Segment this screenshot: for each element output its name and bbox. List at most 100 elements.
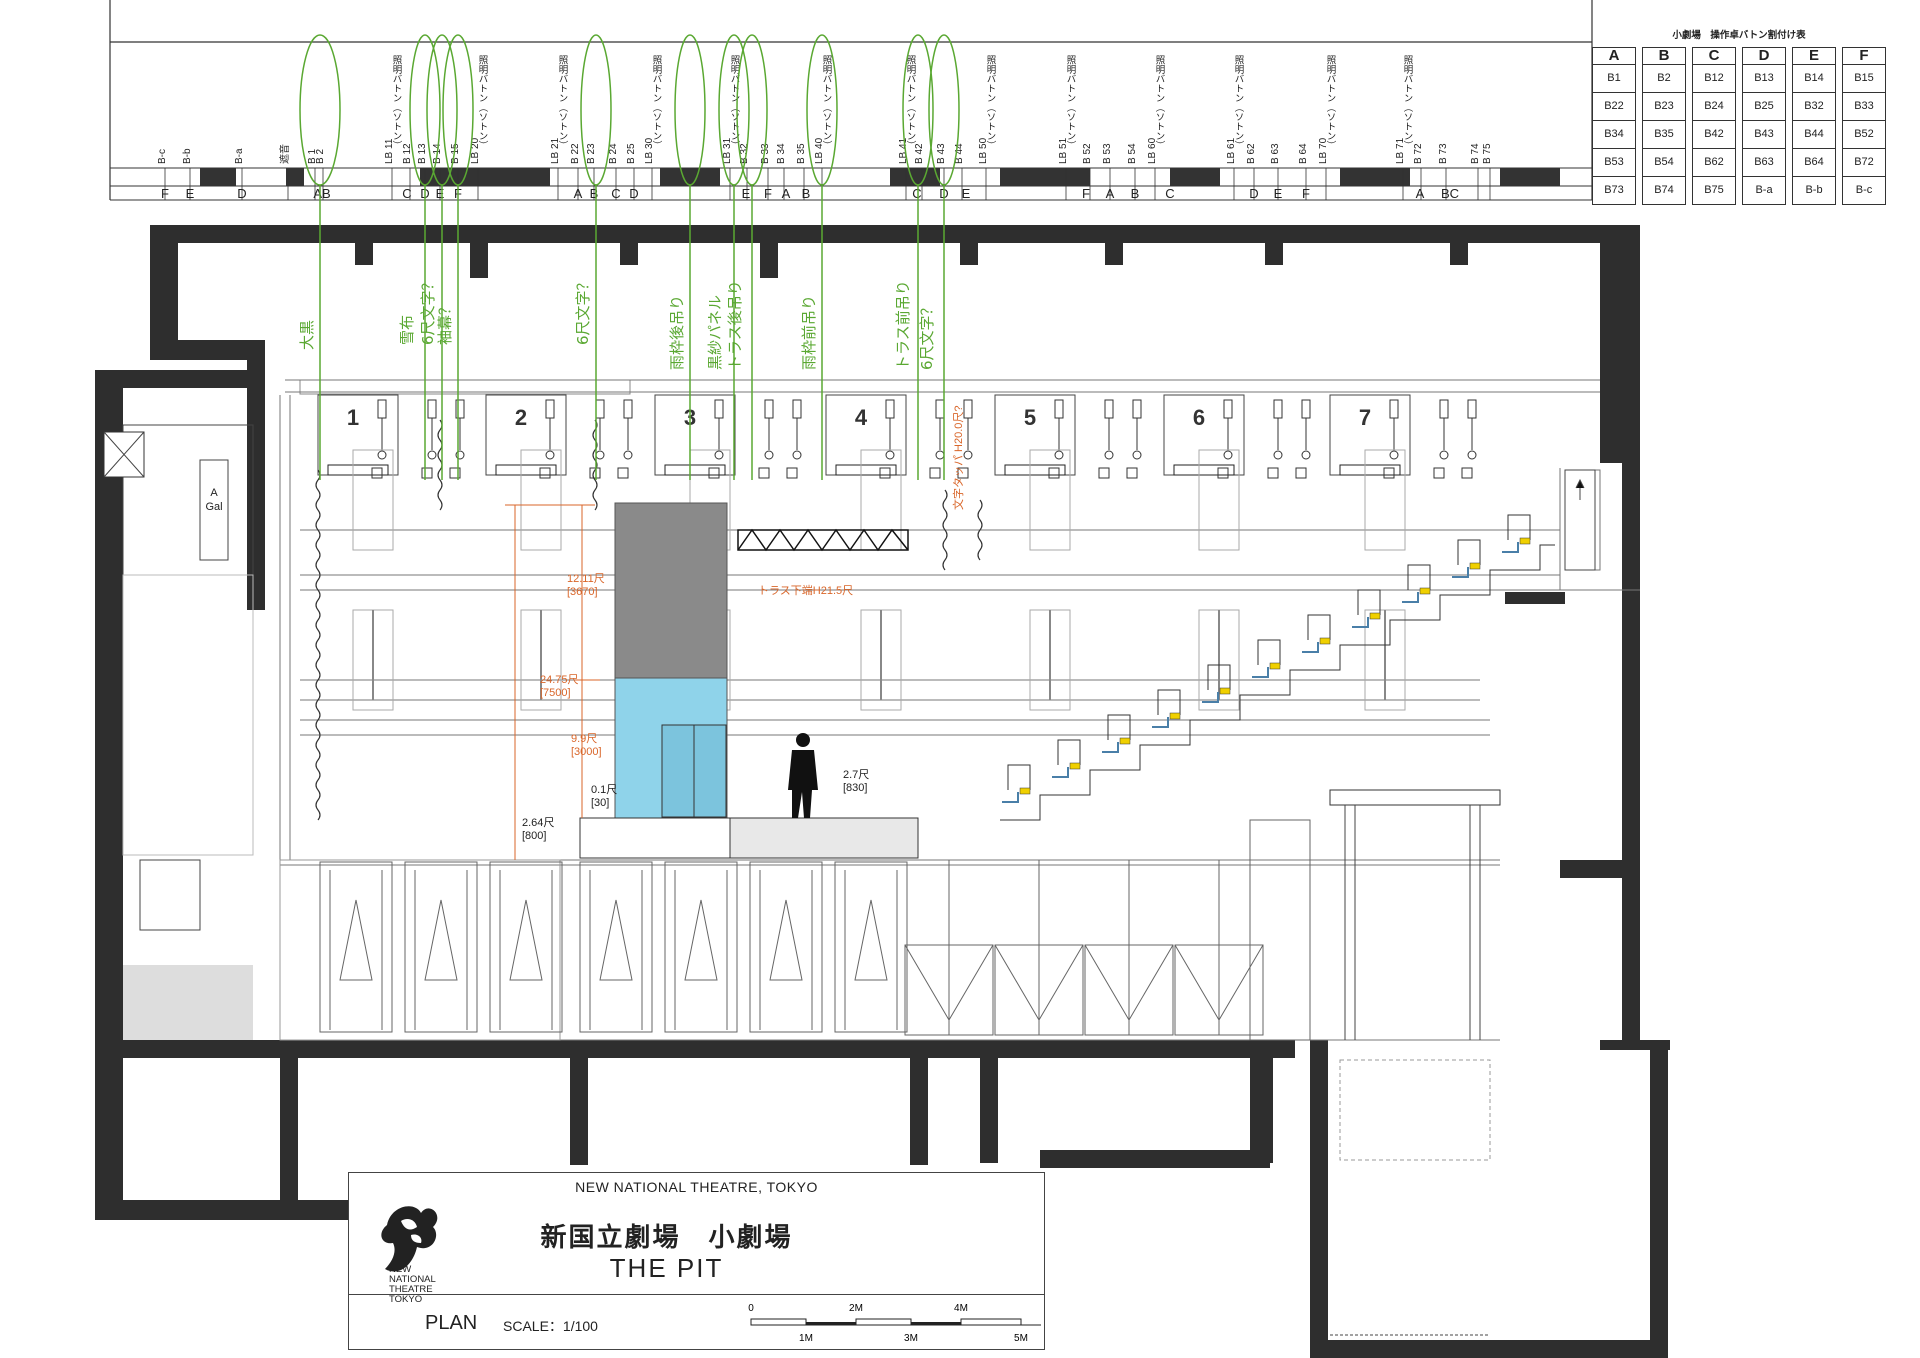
scale-label-bottom: 5M — [1014, 1333, 1028, 1344]
batten-label: B 52 — [1082, 143, 1093, 164]
batten-label: B 53 — [1102, 143, 1113, 164]
batten-table-cell: B34 — [1593, 121, 1635, 149]
position-letter: F — [764, 186, 772, 201]
position-letter: AB — [313, 186, 330, 201]
title-venue: THE PIT — [609, 1253, 724, 1283]
batten-table-cell: B42 — [1693, 121, 1735, 149]
title-japanese: 新国立劇場 小劇場 — [540, 1223, 793, 1253]
scale-label: SCALE：1/100 — [503, 1318, 598, 1334]
position-letter: E — [186, 186, 195, 201]
batten-label: B 34 — [776, 143, 787, 164]
lighting-batten-text: 照明バトン（ソトン） — [477, 55, 489, 150]
position-letter: A — [574, 186, 583, 201]
batten-table-header: D — [1743, 48, 1785, 65]
dimension-label: 2.64尺 — [522, 817, 554, 829]
batten-label: LB 50 — [978, 137, 989, 164]
logo-text-line: TOKYO — [389, 1294, 423, 1305]
title-english: NEW NATIONAL THEATRE, TOKYO — [575, 1179, 818, 1195]
batten-label: B 23 — [586, 143, 597, 164]
batten-table-header: C — [1693, 48, 1735, 65]
batten-table-cell: B75 — [1704, 184, 1724, 196]
position-letter: A — [1416, 186, 1425, 201]
scale-label-bottom: 3M — [904, 1333, 918, 1344]
batten-table-cell: B44 — [1793, 121, 1835, 149]
batten-table-cell: B72 — [1843, 149, 1885, 177]
batten-table-header: B — [1643, 48, 1685, 65]
position-letter: BC — [1441, 186, 1459, 201]
dimension-label: 2.7尺 — [843, 769, 869, 781]
batten-label: B-a — [234, 148, 245, 164]
batten-table-cell: B73 — [1604, 184, 1624, 196]
logo-text-line: THEATRE — [389, 1284, 433, 1295]
dimension-sub: [7500] — [540, 687, 571, 699]
scale-label-top: 0 — [748, 1303, 754, 1314]
position-letter: B — [802, 186, 811, 201]
dimension-sub: [3670] — [567, 586, 598, 598]
batten-table-cell: B74 — [1654, 184, 1674, 196]
lighting-batten-text: 照明バトン（ソトン） — [651, 55, 663, 150]
position-letter: A — [1106, 186, 1115, 201]
green-note: 黒紗パネル — [706, 295, 724, 370]
position-letter: E — [1274, 186, 1283, 201]
bay-number: 2 — [515, 405, 527, 430]
batten-label: B-c — [157, 149, 168, 164]
batten-label: 遮音 — [278, 144, 291, 164]
batten-table-cell: B23 — [1643, 93, 1685, 121]
batten-table-cell: B1 — [1593, 65, 1635, 93]
lighting-batten-text: 照明バトン（ソトン） — [391, 55, 403, 150]
batten-label: B 25 — [626, 143, 637, 164]
batten-table-cell: B24 — [1693, 93, 1735, 121]
batten-table-cell: B15 — [1843, 65, 1885, 93]
lighting-batten-text: 照明バトン（ソトン） — [1065, 55, 1077, 150]
batten-table-cell: B2 — [1643, 65, 1685, 93]
batten-table-cell: B-a — [1755, 184, 1773, 196]
batten-label: LB 71 — [1395, 137, 1406, 164]
batten-label: B 62 — [1246, 143, 1257, 164]
batten-highlight-oval — [736, 34, 768, 186]
position-letter: B — [1131, 186, 1140, 201]
audience-seating — [1000, 514, 1555, 821]
batten-label: LB 61 — [1226, 137, 1237, 164]
batten-label: B 74 — [1470, 143, 1481, 164]
batten-table-cell: B53 — [1593, 149, 1635, 177]
batten-label: LB 21 — [550, 137, 561, 164]
gallery-area — [103, 379, 631, 1040]
batten-label: B 15 — [450, 143, 461, 164]
batten-table-cell: B35 — [1643, 121, 1685, 149]
lighting-batten-text: 照明バトン（ソトン） — [1233, 55, 1245, 150]
batten-label: B 35 — [796, 143, 807, 164]
batten-table-cell: B33 — [1843, 93, 1885, 121]
batten-label: B 64 — [1298, 143, 1309, 164]
green-note: 大黒 — [298, 320, 316, 350]
dimension-sub: [830] — [843, 782, 867, 794]
dimension-label: 12.11尺 — [567, 573, 605, 585]
lighting-batten-text: 照明バトン（ソトン） — [985, 55, 997, 150]
batten-table-title: 小劇場 操作卓バトン割付け表 — [1672, 30, 1806, 41]
lighting-batten-text: 照明バトン（ソトン） — [1325, 55, 1337, 150]
lighting-batten-text: 照明バトン（ソトン） — [821, 55, 833, 150]
batten-table-cell: B63 — [1743, 149, 1785, 177]
lighting-batten-text: 照明バトン（ソトン） — [905, 55, 917, 150]
position-letter: C — [402, 186, 411, 201]
batten-label: B 44 — [954, 143, 965, 164]
batten-label: B 75 — [1482, 143, 1493, 164]
green-note: 雨枠後吊り — [668, 295, 686, 370]
batten-label: B 73 — [1438, 143, 1449, 164]
batten-table-header: F — [1843, 48, 1885, 65]
batten-label: LB 41 — [898, 137, 909, 164]
batten-label: B 33 — [760, 143, 771, 164]
batten-highlight-oval — [674, 34, 706, 186]
position-letter: A — [782, 186, 791, 201]
tenpo-label: 文字タッパ H20.0尺? — [951, 405, 965, 510]
batten-label: B 32 — [739, 143, 750, 164]
green-note: 6尺文字？ — [419, 275, 437, 345]
position-letter: D — [629, 186, 638, 201]
dimension-label: 24.75尺 — [540, 674, 579, 686]
